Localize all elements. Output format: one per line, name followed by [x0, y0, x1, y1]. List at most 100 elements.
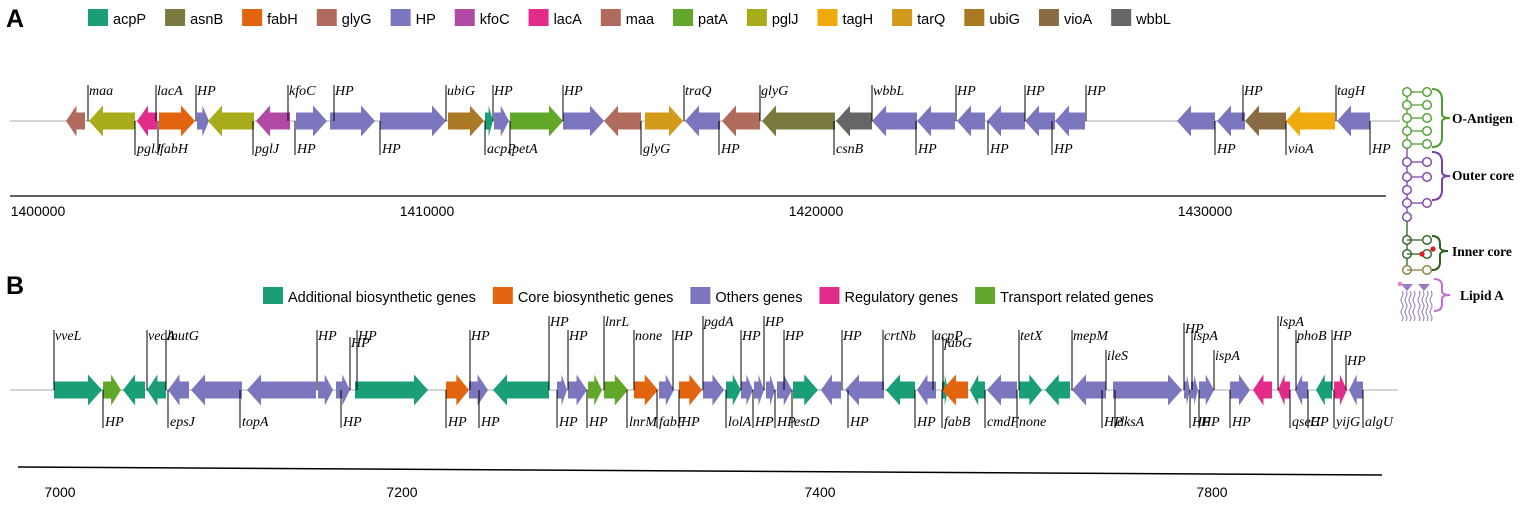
gene-label: ispA [1213, 349, 1240, 390]
outer-core-branch [1421, 171, 1432, 182]
gene-label: yijG [1333, 390, 1360, 430]
gene-label-text: tagH [1337, 84, 1366, 99]
lipid-a-acyl-chain [1408, 290, 1412, 322]
gene-label-text: fabB [944, 415, 971, 430]
gene-label-text: none [635, 329, 662, 344]
outer-core-bracket [1431, 151, 1451, 201]
gene-label: acpP [932, 329, 963, 390]
o-antigen-branch [1421, 112, 1432, 123]
gene-label-text: phoB [1296, 329, 1327, 344]
o-antigen-branch [1421, 86, 1432, 97]
axis-tick-label: 1420000 [789, 203, 844, 219]
panel-b-gene-arrow-oth [659, 374, 674, 406]
panel-b-gene-arrow-oth [1349, 374, 1363, 406]
gene-label-text: lspA [1279, 315, 1304, 330]
legend-item-asnb: asnB [165, 9, 223, 28]
outer-core-sugar [1401, 184, 1412, 195]
gene-label: HP [763, 315, 784, 390]
legend-label: Additional biosynthetic genes [288, 290, 476, 306]
gene-label: vioA [1285, 121, 1314, 157]
panel-b-gene-arrow-oth [318, 374, 333, 406]
panel-b-gene-arrow-oth [191, 374, 242, 406]
legend-swatch [673, 9, 694, 26]
panel-b-gene-arrow-oth [168, 374, 189, 406]
legend-swatch [892, 9, 913, 26]
legend-swatch [975, 287, 996, 304]
legend-swatch [242, 9, 263, 26]
gene-label: HP [955, 84, 976, 121]
gene-label: HP [774, 390, 796, 430]
gene-label: lnrM [626, 390, 658, 430]
lipid-a-acyl-chain [1404, 290, 1408, 322]
gene-label-text: HP [1371, 142, 1391, 157]
gene-label-text: lnutG [167, 329, 199, 344]
gene-label: HP [586, 390, 608, 430]
gene-label-text: ispA [1193, 329, 1218, 344]
gene-label: HP [987, 121, 1009, 157]
gene-label: HP [102, 390, 124, 430]
o-antigen-sugar [1401, 86, 1412, 97]
panel-b-gene-arrow-oth [703, 374, 724, 406]
legend-label: wbbL [1135, 12, 1171, 28]
o-antigen-sugar [1401, 138, 1412, 149]
gene-label: HP [556, 390, 578, 430]
gene-label: HP [678, 390, 700, 430]
o-antigen-bracket [1431, 88, 1451, 148]
panel-a-gene-arrow-asnb [762, 105, 835, 137]
legend-swatch [964, 9, 985, 26]
gene-label-text: HP [1243, 84, 1263, 99]
panel-a-gene-arrow-hp [957, 105, 985, 137]
legend-swatch [819, 287, 840, 304]
legend-item-transport-related-genes: Transport related genes [975, 287, 1154, 306]
lipid-a-label: Lipid A [1460, 288, 1504, 303]
legend-item-hp: HP [390, 9, 436, 28]
gene-label-text: HP [1184, 322, 1204, 337]
panel-a-gene-arrow-tagh [1286, 105, 1335, 137]
legend-item-ubig: ubiG [964, 9, 1020, 28]
gene-label: HP [1307, 390, 1329, 430]
gene-label: HP [1242, 84, 1263, 121]
legend-label: Core biosynthetic genes [518, 290, 674, 306]
panel-a-gene-arrow-tarq [645, 105, 683, 137]
panel-a-gene-arrow-ubig [448, 105, 484, 137]
gene-label: pglJ [252, 121, 280, 157]
gene-label: kfoC [287, 84, 316, 121]
gene-label-text: HP [493, 84, 513, 99]
panel-a-gene-arrow-hp [685, 105, 720, 137]
panel-b-gene-arrow-core [942, 374, 968, 406]
gene-label-text: HP [381, 142, 401, 157]
panel-b-gene-arrow-oth [987, 374, 1017, 406]
legend-item-tagh: tagH [817, 9, 873, 28]
gene-label: HP [752, 390, 774, 430]
lipid-a-acyl-chain [1417, 290, 1421, 322]
legend-item-vioa: vioA [1038, 9, 1092, 28]
legend-label: Regulatory genes [844, 290, 958, 306]
gene-label-text: HP [764, 315, 784, 330]
gene-label: HP [1183, 322, 1204, 390]
gene-label: vecA [146, 329, 176, 390]
gene-label: HP [492, 84, 513, 121]
panel-a-gene-arrow-laca [137, 105, 157, 137]
gene-label: HP [356, 329, 377, 390]
gene-label: tetX [1018, 329, 1043, 390]
gene-label-text: algU [1365, 415, 1394, 430]
panel-a-gene-arrow-hp [917, 105, 955, 137]
gene-label-text: acpP [487, 142, 516, 157]
panel-a-genes [66, 105, 1370, 137]
gene-label: HP [445, 390, 467, 430]
panel-b-gene-arrow-oth [1199, 374, 1214, 406]
gene-label-text: HP [480, 415, 500, 430]
panel-a-gene-arrow-glyg [66, 105, 85, 137]
outer-core-sugar [1401, 197, 1412, 208]
lipid-a-acyl-chain [1421, 290, 1425, 322]
gene-label-text: pgdA [703, 315, 734, 330]
lipid-a-headgroup [1418, 284, 1430, 291]
panel-b-gene-arrow-oth [247, 374, 316, 406]
gene-label: ispA [1191, 329, 1218, 390]
legend-label: pglJ [772, 12, 799, 28]
gene-label-text: yijG [1334, 415, 1360, 430]
gene-label-text: HP [317, 329, 337, 344]
